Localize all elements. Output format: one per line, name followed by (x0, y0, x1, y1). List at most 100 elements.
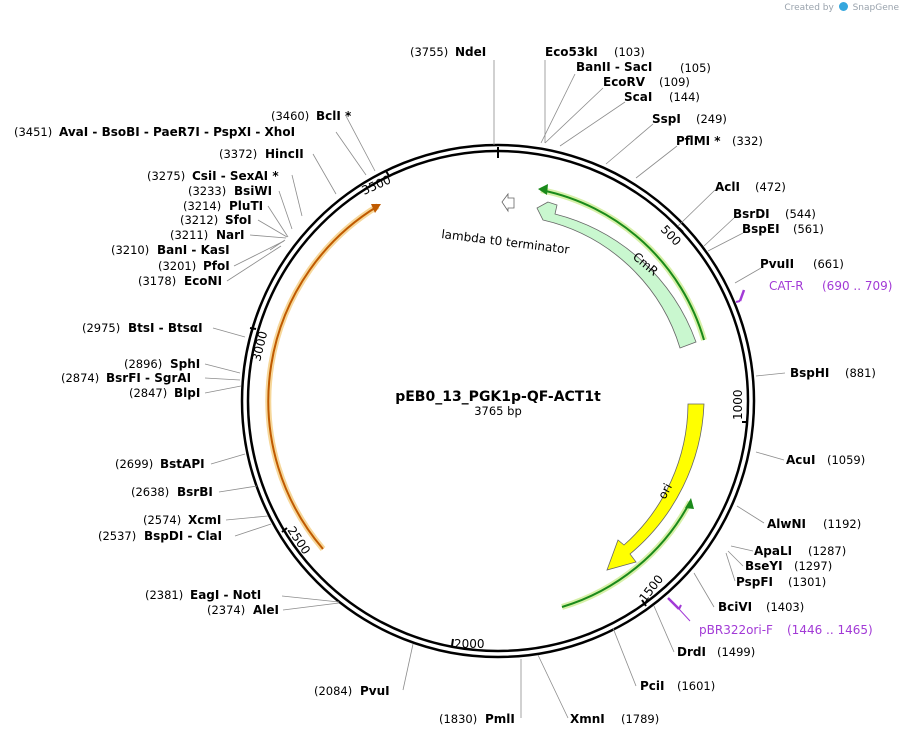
svg-text:(2874): (2874) (61, 371, 99, 385)
svg-text:PflMI *: PflMI * (676, 134, 721, 148)
svg-text:(3212): (3212) (180, 213, 218, 227)
svg-text:(1301): (1301) (788, 575, 826, 589)
svg-text:(1789): (1789) (621, 712, 659, 726)
site-label: DrdI (1499) (677, 645, 755, 659)
site-label: AclI (472) (715, 180, 786, 194)
site-label: PvuII (661) (760, 257, 844, 271)
svg-text:BsiWI: BsiWI (234, 184, 272, 198)
primer-range-pbr322ori-f: (1446 .. 1465) (787, 623, 873, 637)
site-label: (3460)BclI * (271, 109, 352, 123)
svg-text:EcoNI: EcoNI (184, 274, 222, 288)
svg-text:(1830): (1830) (439, 712, 477, 726)
site-label: XmnI(1789) (570, 712, 659, 726)
svg-text:(249): (249) (696, 112, 727, 126)
site-label: BspEI(561) (742, 222, 824, 236)
svg-text:AcuI: AcuI (786, 453, 815, 467)
primer-label-pbr322ori-f: pBR322ori-F (699, 623, 773, 637)
svg-text:(2975): (2975) (82, 321, 120, 335)
svg-text:(2896): (2896) (124, 357, 162, 371)
svg-text:(144): (144) (669, 90, 700, 104)
svg-text:NarI: NarI (216, 228, 245, 242)
svg-text:AclI: AclI (715, 180, 740, 194)
site-label: (3212)SfoI (180, 213, 252, 227)
site-label: (2896) SphI (124, 357, 200, 371)
svg-text:(2638): (2638) (131, 485, 169, 499)
svg-text:ApaLI: ApaLI (754, 544, 792, 558)
svg-text:(332): (332) (732, 134, 763, 148)
feature-label-lambda: lambda t0 terminator (441, 227, 571, 257)
site-label: (3201)PfoI (158, 259, 230, 273)
tick-2000: 2000 (451, 637, 485, 651)
primer-label-cat-r: CAT-R (769, 279, 804, 293)
site-label: (3211) NarI (170, 228, 245, 242)
snapgene-credit: Created by SnapGene (784, 2, 899, 13)
site-label: PflMI * (332) (676, 134, 763, 148)
site-label: (2381)EagI - NotI (145, 588, 261, 602)
orf-green-1 (538, 184, 707, 341)
svg-text:BlpI: BlpI (174, 386, 200, 400)
svg-text:(472): (472) (755, 180, 786, 194)
svg-text:EcoRV: EcoRV (603, 75, 646, 89)
site-label: BanII - SacI(105) (576, 60, 711, 75)
svg-text:(3211): (3211) (170, 228, 208, 242)
orf-green-2 (561, 498, 694, 610)
svg-text:EagI - NotI: EagI - NotI (190, 588, 261, 602)
primer-pbr322ori-f: pBR322ori-F (1446 .. 1465) (667, 597, 873, 637)
site-label: (2084)PvuI (314, 684, 390, 698)
svg-text:DrdI: DrdI (677, 645, 706, 659)
svg-text:BspDI - ClaI: BspDI - ClaI (144, 529, 222, 543)
site-label: PciI(1601) (640, 679, 715, 693)
tick-label: 3000 (249, 330, 270, 363)
svg-text:(2537): (2537) (98, 529, 136, 543)
site-label: BciVI(1403) (718, 600, 804, 614)
svg-text:AlwNI: AlwNI (767, 517, 806, 531)
primer-range-cat-r: (690 .. 709) (822, 279, 892, 293)
site-label: (1830) PmlI (439, 712, 515, 726)
svg-text:(1287): (1287) (808, 544, 846, 558)
svg-text:BstAPI: BstAPI (160, 457, 205, 471)
site-label: (3275) CsiI - SexAI * (147, 169, 279, 183)
site-label: ApaLI (1287) (754, 544, 846, 558)
svg-text:SphI: SphI (170, 357, 200, 371)
svg-text:HincII: HincII (265, 147, 304, 161)
svg-text:(1499): (1499) (717, 645, 755, 659)
site-label: (3233) BsiWI (188, 184, 272, 198)
svg-text:BspEI: BspEI (742, 222, 780, 236)
tick-1000: 1000 (731, 389, 748, 423)
feature-ori: ori (606, 403, 705, 571)
site-leaders (204, 60, 786, 719)
svg-text:CsiI - SexAI *: CsiI - SexAI * (192, 169, 279, 183)
site-label: (3178)EcoNI (138, 274, 222, 288)
svg-text:(105): (105) (680, 61, 711, 75)
svg-text:(1403): (1403) (766, 600, 804, 614)
svg-text:BsrFI - SgrAI: BsrFI - SgrAI (106, 371, 191, 385)
svg-text:PvuII: PvuII (760, 257, 794, 271)
credit-prefix: Created by (784, 3, 834, 13)
svg-text:BsrDI: BsrDI (733, 207, 770, 221)
site-label: SspI(249) (652, 112, 727, 126)
svg-text:(3372): (3372) (219, 147, 257, 161)
svg-text:(3233): (3233) (188, 184, 226, 198)
svg-text:AvaI - BsoBI - PaeR7I -: AvaI - BsoBI - PaeR7I - PspXI - XhoI (59, 125, 295, 139)
svg-text:(1192): (1192) (823, 517, 861, 531)
site-label: AlwNI (1192) (767, 517, 861, 531)
svg-text:(2699): (2699) (115, 457, 153, 471)
svg-text:(1059): (1059) (827, 453, 865, 467)
plasmid-length: 3765 bp (474, 404, 522, 418)
site-label: (2638)BsrBI (131, 485, 213, 499)
svg-text:PmlI: PmlI (485, 712, 515, 726)
site-label: Eco53kI(103) (545, 45, 645, 59)
svg-text:BtsI - BtsαI: BtsI - BtsαI (128, 321, 203, 335)
svg-text:(544): (544) (785, 207, 816, 221)
site-label: (2574)XcmI (143, 513, 221, 527)
svg-text:(3451): (3451) (14, 125, 52, 139)
svg-text:(3275): (3275) (147, 169, 185, 183)
svg-text:PciI: PciI (640, 679, 665, 693)
svg-text:Eco53kI: Eco53kI (545, 45, 598, 59)
site-label: ScaI(144) (624, 90, 700, 104)
svg-text:(661): (661) (813, 257, 844, 271)
svg-text:BanI - KasI: BanI - KasI (157, 243, 230, 257)
site-labels: NdeI(3755) Eco53kI(103) BanII - SacI(105… (14, 45, 876, 726)
svg-text:(3201): (3201) (158, 259, 196, 273)
